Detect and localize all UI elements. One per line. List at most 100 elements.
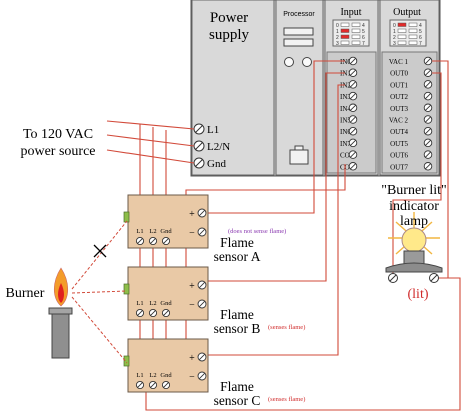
- ethernet-port-icon[interactable]: [289, 149, 309, 165]
- sensor-terminal-screw[interactable]: [135, 236, 145, 246]
- wire-sensor-a-plus: [206, 60, 345, 214]
- output_card-terminal-screw[interactable]: [423, 80, 433, 89]
- output_card-terminal-label: OUT1: [390, 81, 408, 89]
- sensor-name-line2: sensor C: [214, 393, 261, 408]
- sensor-plus-screw[interactable]: [197, 280, 207, 290]
- sensor-plus-label: +: [189, 209, 195, 220]
- input_card-terminal-screw[interactable]: [348, 162, 358, 171]
- sensor-terminal-label: Gnd: [160, 228, 172, 235]
- sensor-status-note: (senses flame): [268, 324, 305, 331]
- sensor-eye-icon: [123, 283, 130, 295]
- sensor-terminal-label: L1: [136, 372, 143, 379]
- processor-label: Processor: [283, 11, 315, 18]
- input_card-terminal-screw[interactable]: [348, 103, 358, 113]
- output_card-terminal-label: OUT6: [390, 152, 408, 160]
- input_card-indicator-panel: [332, 19, 370, 47]
- output_card-terminal-screw[interactable]: [423, 126, 433, 136]
- output_card-led: [397, 22, 407, 27]
- power-terminal-gnd[interactable]: Gnd: [193, 157, 226, 170]
- sensor-terminal-screw[interactable]: [161, 380, 171, 390]
- lamp-label-line1: "Burner lit": [381, 183, 446, 198]
- input_card-terminal-screw[interactable]: [348, 126, 358, 136]
- burner: Burner: [6, 267, 73, 359]
- sensor-minus-screw[interactable]: [197, 299, 207, 309]
- input_card-terminal-label: IN7: [340, 140, 351, 148]
- input_card-terminal-label: IN2: [340, 81, 351, 89]
- sensor-plus-label: +: [189, 281, 195, 292]
- sensor-name-line1: Flame: [220, 379, 254, 394]
- input_card-terminal-screw[interactable]: [348, 138, 358, 148]
- sensor-terminal-screw[interactable]: [148, 308, 158, 318]
- output_card-led: [397, 34, 407, 39]
- burner-label: Burner: [6, 286, 45, 301]
- output_card-terminal-label: OUT2: [390, 93, 408, 101]
- output_card-indicator-digit: 0: [393, 23, 396, 29]
- sensor-name-line1: Flame: [220, 307, 254, 322]
- input_card-led: [351, 22, 361, 27]
- input_card-indicator-digit: 0: [336, 23, 339, 29]
- output_card-terminal-screw[interactable]: [423, 162, 433, 171]
- sensor-terminal-screw[interactable]: [161, 236, 171, 246]
- output_card-terminal-screw[interactable]: [423, 91, 433, 101]
- lamp-label-line2: indicator: [389, 199, 439, 214]
- processor-knob-right[interactable]: [302, 57, 312, 67]
- input_card-led: [351, 34, 361, 39]
- input_card-terminal-screw[interactable]: [348, 150, 358, 159]
- output_card-indicator-digit: 3: [393, 41, 396, 47]
- input_card-indicator-digit: 7: [362, 41, 365, 47]
- input_card-terminal-screw[interactable]: [348, 68, 358, 77]
- burner-lit-lamp: "Burner lit" indicator lamp (lit): [381, 183, 446, 302]
- sensor-eye-icon: [123, 355, 130, 367]
- input_card-led: [351, 28, 361, 33]
- sensor-minus-label: −: [189, 228, 195, 239]
- output-module-label: Output: [393, 7, 421, 18]
- sensor-minus-screw[interactable]: [197, 227, 207, 237]
- processor-knob-left[interactable]: [284, 57, 294, 67]
- wire-lamp-return: [145, 277, 461, 411]
- input_card-terminal-label: IN6: [340, 128, 351, 136]
- output_card-terminal-screw[interactable]: [423, 103, 433, 113]
- output_card-indicator-digit: 2: [393, 35, 396, 41]
- output_card-terminal-screw[interactable]: [423, 138, 433, 148]
- sensor-name-line2: sensor A: [214, 249, 261, 264]
- sensor-terminal-screw[interactable]: [135, 308, 145, 318]
- input_card-terminal-screw[interactable]: [348, 56, 358, 66]
- output_card-indicator-digit: 4: [419, 23, 422, 29]
- output_card-terminal-label: OUT7: [390, 163, 408, 171]
- input_card-indicator-digit: 2: [336, 35, 339, 41]
- input_card-led: [351, 40, 361, 45]
- sensor-name-line1: Flame: [220, 235, 254, 250]
- output_card-terminal-label: OUT3: [390, 105, 408, 113]
- sensor-plus-screw[interactable]: [197, 352, 207, 362]
- sensor-minus-screw[interactable]: [197, 371, 207, 381]
- sensor-terminal-screw[interactable]: [135, 380, 145, 390]
- power-terminal-l2n[interactable]: L2/N: [193, 140, 230, 153]
- wire-out0-lamp: [392, 72, 442, 278]
- sensor-eye-icon: [123, 211, 130, 223]
- output_card-terminal-screw[interactable]: [423, 56, 433, 66]
- input_card-terminal-label: IN5: [340, 117, 351, 125]
- power-terminal-gnd-label: Gnd: [207, 158, 226, 170]
- lamp-bulb: [401, 227, 427, 253]
- processor-slot-1: [283, 27, 314, 36]
- sensor-plus-screw[interactable]: [197, 208, 207, 218]
- input_card-terminal-screw[interactable]: [348, 80, 358, 89]
- power-source-label-line2: power source: [20, 144, 95, 159]
- output_card-led: [408, 34, 418, 39]
- sensor-terminal-screw[interactable]: [148, 236, 158, 246]
- sensor-status-note: (does not sense flame): [228, 228, 286, 235]
- sensor-terminal-screw[interactable]: [148, 380, 158, 390]
- output_card-terminal-screw[interactable]: [423, 68, 433, 77]
- input_card-terminal-screw[interactable]: [348, 91, 358, 101]
- input_card-indicator-digit: 5: [362, 29, 365, 35]
- processor-slot-2: [283, 38, 314, 47]
- output_card-terminal-screw[interactable]: [423, 150, 433, 159]
- output_card-led: [397, 28, 407, 33]
- input_card-led: [340, 22, 350, 27]
- sensor-terminal-screw[interactable]: [161, 308, 171, 318]
- input_card-terminal-screw[interactable]: [348, 115, 358, 124]
- power-terminal-l1[interactable]: L1: [193, 123, 219, 136]
- output_card-terminal-screw[interactable]: [423, 115, 433, 124]
